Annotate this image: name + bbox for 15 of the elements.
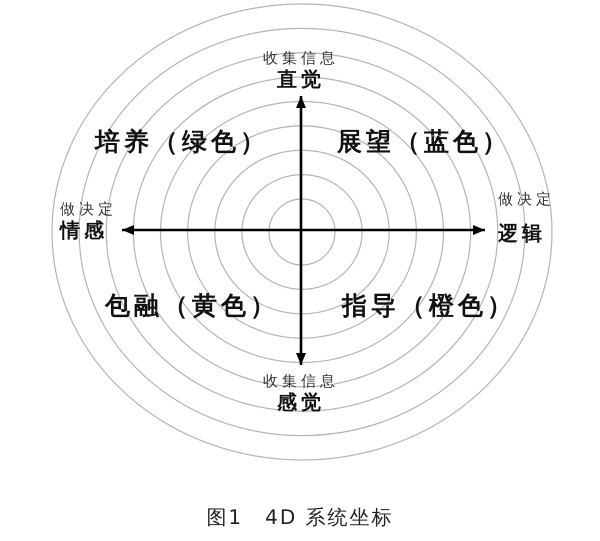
axis-sublabel: 收集信息	[262, 373, 340, 390]
arrow	[296, 96, 306, 365]
axis-sublabel: 收集信息	[262, 50, 340, 67]
quadrant-label: 包融（黄色）	[105, 291, 279, 321]
figure-caption: 图1 4D 系统坐标	[205, 505, 395, 529]
axis-label: 逻辑	[498, 221, 547, 245]
quadrant-label: 展望（蓝色）	[337, 127, 511, 157]
axis-sublabel: 做决定	[60, 201, 118, 218]
arrow	[122, 225, 485, 235]
axis-label: 直觉	[276, 67, 326, 91]
axis-label: 情感	[60, 218, 109, 242]
quadrant-label: 培养（绿色）	[95, 127, 269, 157]
quadrant-label: 指导（橙色）	[342, 291, 516, 321]
axis-sublabel: 做决定	[498, 191, 556, 208]
axis-label: 感觉	[276, 390, 326, 414]
